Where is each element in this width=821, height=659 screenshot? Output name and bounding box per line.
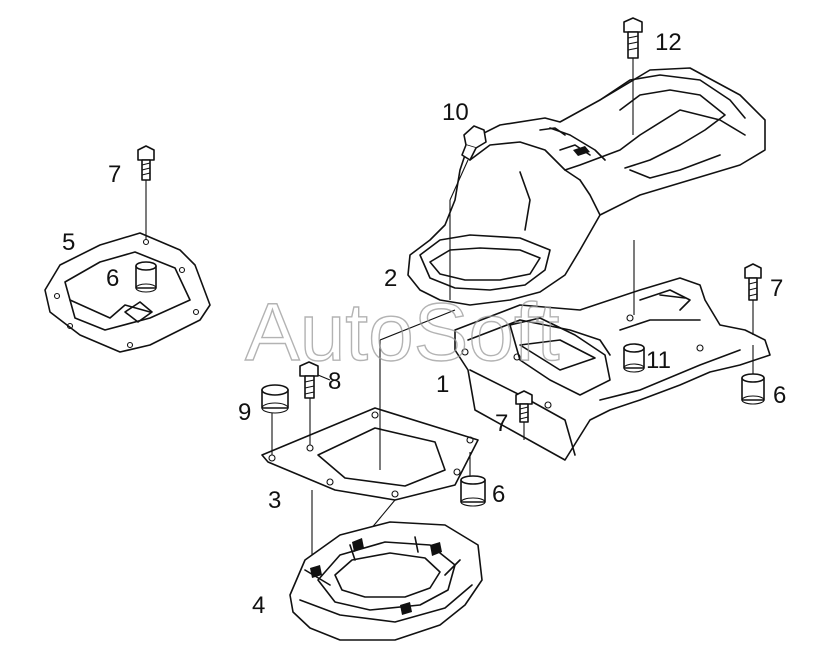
callout-11: 11 bbox=[646, 347, 671, 374]
part-4-boot bbox=[289, 521, 483, 641]
part-6-nut-right bbox=[741, 345, 765, 405]
callout-6-lower: 6 bbox=[492, 481, 505, 508]
callout-10: 10 bbox=[442, 99, 469, 126]
part-7-screw-left bbox=[137, 145, 155, 240]
part-9-grommet bbox=[261, 384, 289, 455]
watermark: AutoSoft bbox=[245, 287, 560, 378]
callout-2: 2 bbox=[384, 265, 397, 292]
part-3-plate bbox=[261, 309, 479, 565]
callout-7-mid: 7 bbox=[495, 410, 508, 437]
callout-1: 1 bbox=[436, 371, 449, 398]
callout-5: 5 bbox=[62, 229, 75, 256]
part-2-console-shell bbox=[407, 67, 766, 306]
callout-9: 9 bbox=[238, 399, 251, 426]
part-5-bracket-plate bbox=[44, 232, 211, 353]
part-7-screw-mid bbox=[515, 390, 533, 440]
callout-4: 4 bbox=[252, 592, 265, 619]
part-7-screw-right bbox=[744, 263, 762, 335]
part-1-base-bracket bbox=[454, 240, 771, 461]
callout-7-left: 7 bbox=[108, 161, 121, 188]
part-8-screw bbox=[299, 361, 319, 445]
part-12-screw bbox=[623, 17, 643, 135]
part-10-clip bbox=[449, 125, 487, 300]
part-6-nut-left bbox=[135, 261, 157, 293]
callout-3: 3 bbox=[268, 487, 281, 514]
part-11-nut bbox=[623, 343, 645, 373]
callout-8: 8 bbox=[328, 368, 341, 395]
callout-6-left: 6 bbox=[106, 265, 119, 292]
callout-6-right: 6 bbox=[773, 382, 786, 409]
callout-12: 12 bbox=[655, 29, 682, 56]
part-6-nut-lower bbox=[460, 452, 486, 507]
callout-7-right: 7 bbox=[770, 275, 783, 302]
